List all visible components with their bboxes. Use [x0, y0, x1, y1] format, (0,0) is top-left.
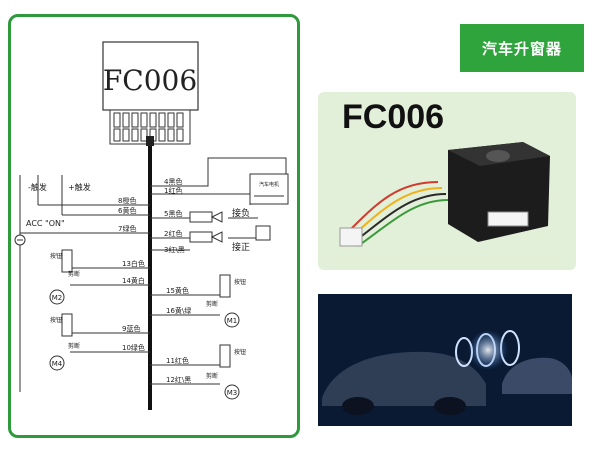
- m3-cut-label: 剪断: [206, 372, 218, 380]
- motor-m4-label: M4: [52, 360, 63, 368]
- press-pos-label: 接正: [232, 241, 250, 253]
- m4-cut-label: 剪断: [68, 342, 80, 350]
- product-photo: [339, 142, 550, 247]
- motor-m3-icon: [224, 384, 240, 400]
- module-label: FC006: [103, 64, 197, 97]
- lock-motor-label: 汽车电机: [259, 181, 279, 188]
- wire-13-label: 13白色: [122, 259, 145, 268]
- m1-button-label: 按钮: [234, 278, 246, 286]
- wire-4-label: 4黑色: [164, 177, 182, 186]
- wire-2-label: 2红色: [164, 229, 182, 238]
- motor-m4-icon: [49, 355, 65, 371]
- rear-car: [502, 357, 572, 394]
- connector-key: [146, 136, 154, 146]
- trigger-neg-label: -触发: [28, 182, 47, 192]
- wire-6-label: 6黄色: [118, 206, 136, 215]
- m3-button-label: 按钮: [234, 348, 246, 356]
- wire-3-label: 3红\黑: [164, 245, 185, 254]
- product-title: FC006: [342, 98, 445, 136]
- wire-15-label: 15黄色: [166, 286, 189, 295]
- m2-button-label: 按钮: [50, 252, 62, 260]
- motor-m1-icon: [224, 312, 240, 328]
- motor-m2-label: M2: [52, 294, 63, 302]
- press-neg-label: 接负: [232, 207, 250, 219]
- lock-motor-box: [249, 173, 289, 205]
- wire-1-label: 1红色: [164, 186, 182, 195]
- switch-box: [255, 225, 271, 241]
- car-photo: [318, 294, 572, 426]
- wire-7-label: 7绿色: [118, 224, 136, 233]
- front-car: [322, 351, 486, 406]
- harness-plug: [339, 227, 363, 247]
- diagram-frame: [8, 14, 300, 438]
- m4-button-label: 按钮: [50, 316, 62, 324]
- acc-on-label: ACC "ON": [26, 219, 65, 228]
- wire-16-label: 16黄\绿: [166, 306, 191, 315]
- motor-m1-label: M1: [227, 317, 238, 325]
- wire-9-label: 9蓝色: [122, 324, 140, 333]
- trigger-pos-label: +触发: [68, 182, 91, 192]
- wire-5-label: 5黑色: [164, 209, 182, 218]
- motor-m2-icon: [49, 289, 65, 305]
- wire-12-label: 12红\黑: [166, 375, 191, 384]
- wire-10-label: 10绿色: [122, 343, 145, 352]
- wire-14-label: 14黄白: [122, 276, 145, 285]
- m2-cut-label: 剪断: [68, 270, 80, 278]
- motor-m3-label: M3: [227, 389, 238, 397]
- wire-11-label: 11红色: [166, 356, 189, 365]
- wire-8-label: 8橙色: [118, 196, 136, 205]
- product-badge: 汽车升窗器: [460, 24, 584, 72]
- m1-cut-label: 剪断: [206, 300, 218, 308]
- product-panel: FC006: [318, 92, 576, 270]
